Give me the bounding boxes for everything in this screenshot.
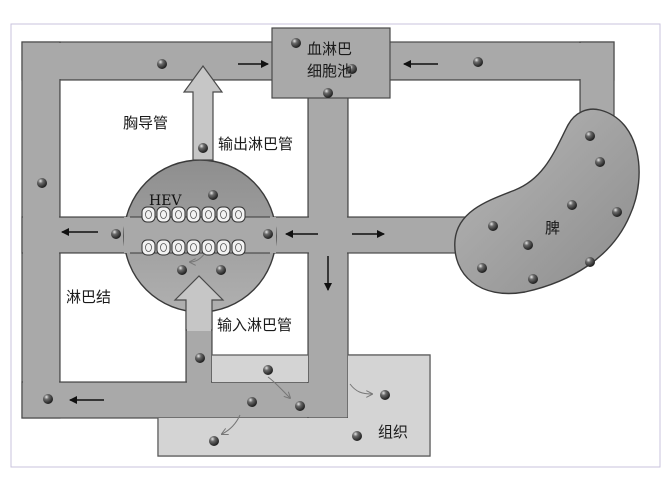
lymphocyte — [347, 64, 357, 74]
lymphocyte — [37, 178, 47, 188]
lymphocyte — [157, 59, 167, 69]
tissue-border — [157, 354, 431, 457]
migration-arrows — [190, 252, 372, 434]
efferent-lymphatic-label: 输出淋巴管 — [218, 135, 293, 153]
thoracic-duct-label: 胸导管 — [123, 114, 168, 132]
lymphocyte — [295, 401, 305, 411]
lymphocyte — [352, 431, 362, 441]
lymphocyte — [209, 436, 219, 446]
lymphocyte — [263, 365, 273, 375]
thoracic-duct-arrow — [182, 64, 224, 161]
lymphocyte — [595, 157, 605, 167]
lymphocyte — [567, 200, 577, 210]
spleen — [454, 108, 640, 295]
lymphocyte — [477, 263, 487, 273]
hev-label: HEV — [149, 193, 182, 209]
lymphocyte — [473, 57, 483, 67]
lymphocyte — [208, 190, 218, 200]
lymphocyte — [380, 390, 390, 400]
lymph-node-label: 淋巴结 — [66, 288, 111, 306]
image-frame — [10, 23, 661, 468]
spleen-label: 脾 — [545, 219, 560, 237]
flow-arrows — [61, 60, 438, 404]
lymphocyte — [195, 353, 205, 363]
lymphocyte — [216, 265, 226, 275]
lymphocyte — [263, 229, 273, 239]
blood-lymph-pool-label-line1: 血淋巴 — [307, 40, 352, 58]
lymph-node — [123, 159, 277, 313]
lymphocyte — [585, 131, 595, 141]
lymphocyte — [528, 274, 538, 284]
lymphocyte — [585, 257, 595, 267]
lymphocyte — [43, 394, 53, 404]
lymphocyte — [488, 221, 498, 231]
lymphocyte — [323, 88, 333, 98]
tissue-label: 组织 — [378, 423, 408, 441]
lymphocyte — [291, 38, 301, 48]
lymphocyte — [111, 229, 121, 239]
lymphocytes — [37, 38, 622, 446]
lymphocyte — [198, 143, 208, 153]
lymphocyte — [247, 397, 257, 407]
lymphocyte — [523, 240, 533, 250]
blood-lymph-pool-label-line2: 细胞池 — [307, 62, 352, 80]
lymphocyte — [177, 265, 187, 275]
afferent-lymphatic-label: 输入淋巴管 — [217, 316, 292, 334]
lymphocyte — [612, 207, 622, 217]
